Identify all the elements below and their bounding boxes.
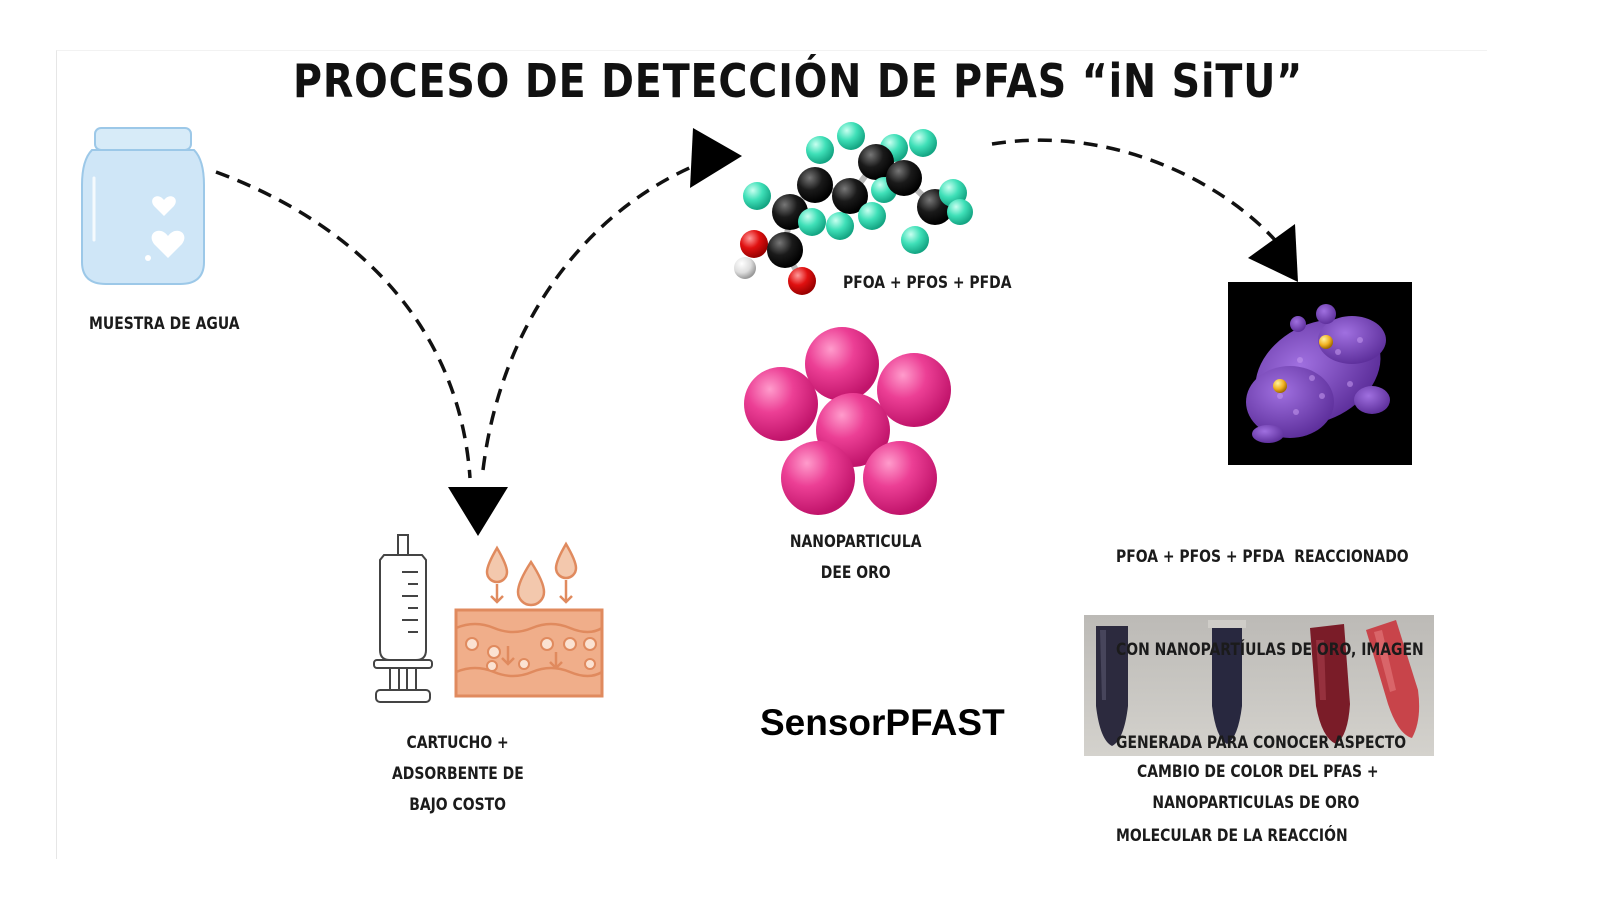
brand-name: SensorPFAST — [760, 702, 1005, 743]
molecule-model-icon — [734, 122, 973, 295]
adsorbent-layer-icon — [454, 541, 604, 698]
water-sample-label: MUESTRA DE AGUA — [89, 314, 240, 334]
gold-nanoparticle-icon — [744, 327, 951, 515]
tube-3 — [1310, 624, 1350, 744]
arrowhead-down — [448, 487, 508, 536]
jar-icon — [81, 127, 205, 285]
sample-tubes-photo — [1084, 615, 1434, 756]
reaction-label: PFOA + PFOS + PFDA REACCiONADO CON NANOP… — [1116, 547, 1424, 846]
syringe-icon — [373, 534, 433, 703]
arrow-cartridge-to-molecule — [481, 163, 697, 471]
arrows — [215, 138, 1277, 479]
molecule-label: PFOA + PFOS + PFDA — [843, 273, 1012, 293]
arrow-jar-to-cartridge — [215, 170, 472, 479]
diagram-panel — [56, 50, 1487, 859]
arrowhead-right — [690, 128, 742, 188]
tube-4 — [1366, 620, 1420, 738]
diagram-title: PROCESO DE DETECCIÓN DE PFAS “iN SiTU” — [292, 54, 1304, 108]
tube-2 — [1208, 620, 1246, 744]
nanoparticle-label: NANOPARTiCULA DEE ORO — [789, 532, 922, 583]
arrow-molecule-to-reaction — [991, 138, 1277, 242]
arrowhead-down-right — [1248, 224, 1298, 282]
color-change-label: CAMBiO DE COLOR DEL PFAS + NANOPARTiCULA… — [1137, 762, 1379, 813]
reaction-render-icon — [1228, 282, 1412, 465]
tube-1 — [1096, 626, 1128, 746]
cartridge-label: CARTUCHO + ADSORBENTE DE BAJO COSTO — [392, 733, 524, 815]
